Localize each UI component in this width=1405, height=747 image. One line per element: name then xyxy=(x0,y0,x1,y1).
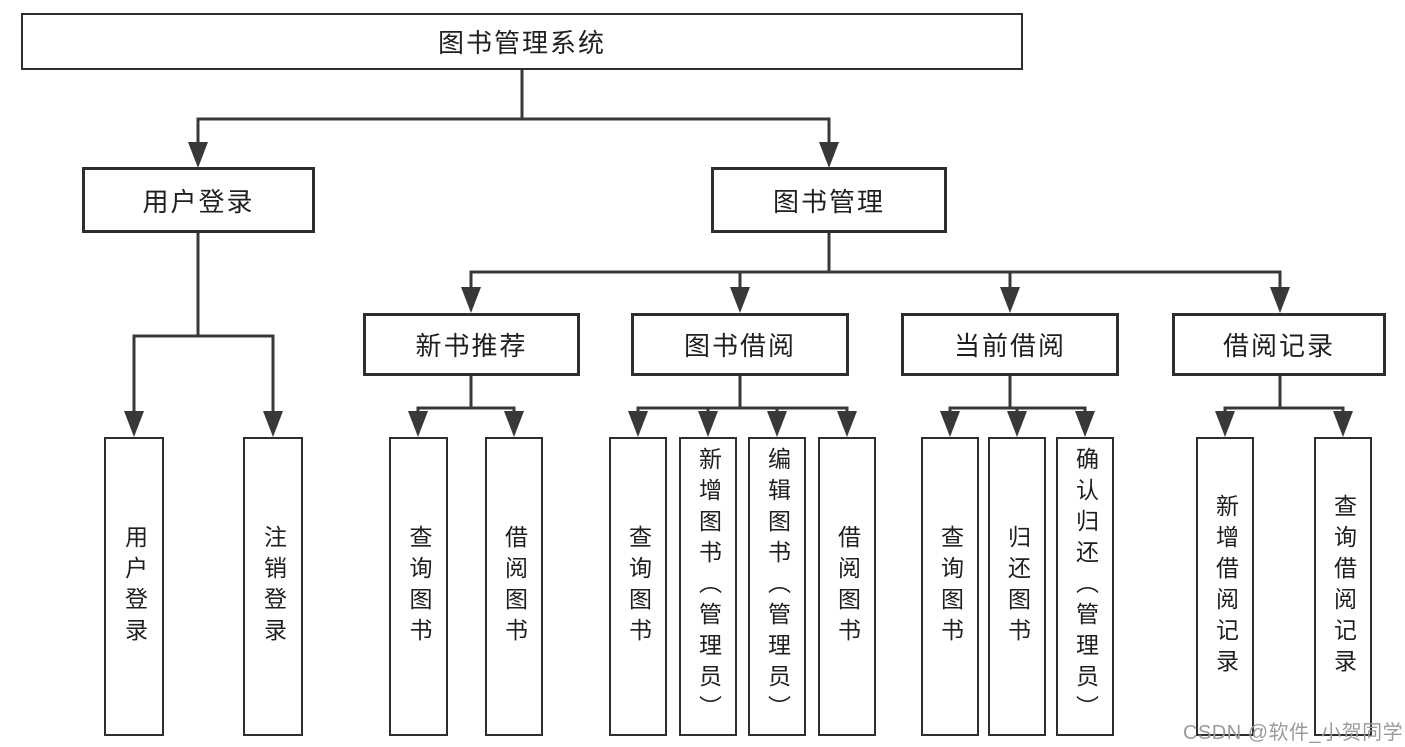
leaf-record-add-record: 新增借阅记录 xyxy=(1196,437,1254,736)
leaf-current-return-book: 归还图书 xyxy=(988,437,1046,736)
leaf-user-login: 用户登录 xyxy=(104,437,164,736)
leaf-current-confirm-return-admin: 确认归还（管理员） xyxy=(1056,437,1114,736)
node-new-book-recommend: 新书推荐 xyxy=(363,313,580,376)
leaf-borrow-add-book-admin: 新增图书（管理员） xyxy=(679,437,737,736)
node-current-borrow: 当前借阅 xyxy=(901,313,1119,376)
csdn-watermark: CSDN @软件_小贺同学 xyxy=(1183,722,1404,744)
node-book-borrow: 图书借阅 xyxy=(631,313,849,376)
leaf-recommend-borrow-book: 借阅图书 xyxy=(485,437,543,736)
node-book-management: 图书管理 xyxy=(711,167,947,233)
leaf-borrow-edit-book-admin: 编辑图书（管理员） xyxy=(748,437,806,736)
leaf-record-query-record: 查询借阅记录 xyxy=(1314,437,1372,736)
node-user-login: 用户登录 xyxy=(82,167,315,233)
leaf-borrow-borrow-book: 借阅图书 xyxy=(818,437,876,736)
leaf-borrow-query-book: 查询图书 xyxy=(609,437,667,736)
node-library-system: 图书管理系统 xyxy=(21,13,1023,70)
leaf-current-query-book: 查询图书 xyxy=(921,437,979,736)
leaf-recommend-query-book: 查询图书 xyxy=(389,437,448,736)
leaf-logout: 注销登录 xyxy=(243,437,303,736)
node-borrow-record: 借阅记录 xyxy=(1172,313,1386,376)
